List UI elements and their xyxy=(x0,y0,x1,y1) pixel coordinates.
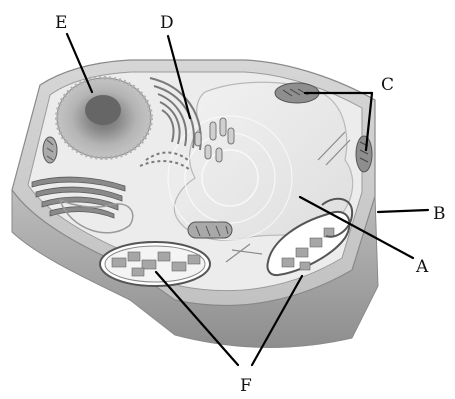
label-f: F xyxy=(240,376,252,396)
leader-line-b xyxy=(378,210,428,212)
mitochondrion-1 xyxy=(43,137,57,163)
label-a: A xyxy=(415,257,429,277)
nucleolus xyxy=(85,95,121,125)
label-c: C xyxy=(381,75,394,95)
mitochondrion-2 xyxy=(188,222,232,238)
chloroplast-c-right xyxy=(356,136,372,172)
label-b: B xyxy=(433,204,446,224)
nucleus xyxy=(57,78,151,158)
label-e: E xyxy=(55,13,67,33)
label-d: D xyxy=(160,13,174,33)
chloroplast-f-left xyxy=(100,242,210,286)
